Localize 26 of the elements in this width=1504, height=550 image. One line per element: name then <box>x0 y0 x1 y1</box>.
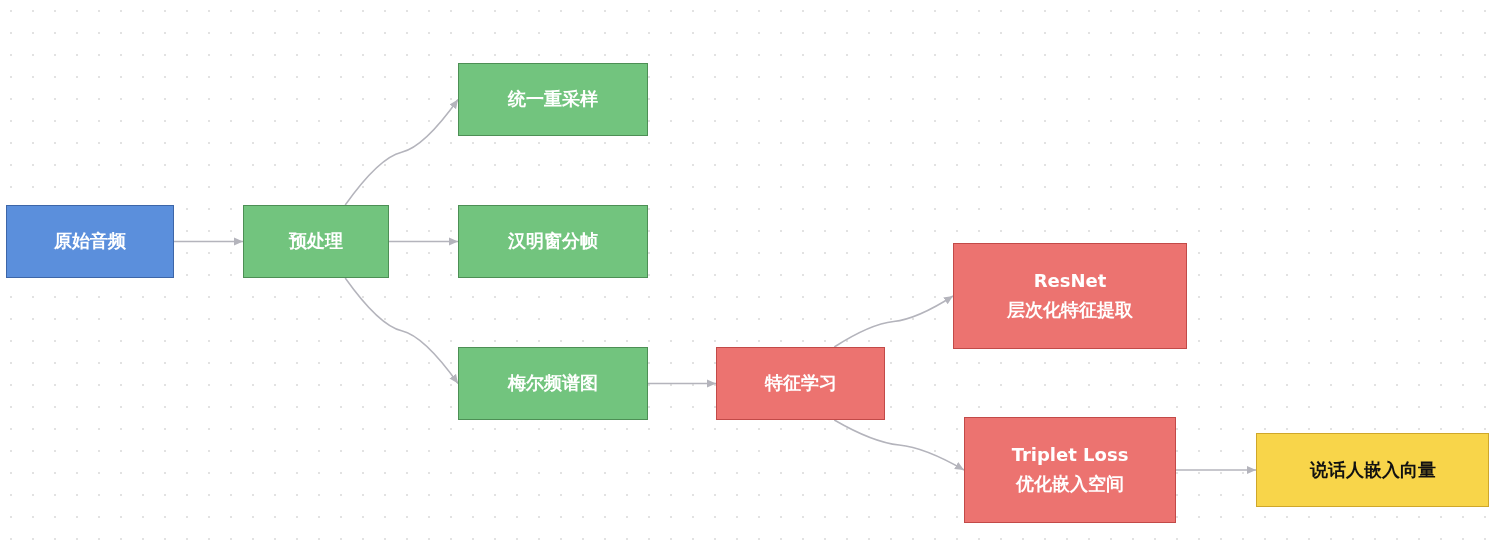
arrow <box>833 419 965 471</box>
process-box <box>716 347 885 420</box>
arrow <box>344 98 459 206</box>
process-box <box>458 205 648 278</box>
process-box <box>458 347 648 420</box>
process-box <box>964 417 1176 523</box>
process-box <box>243 205 389 278</box>
box-label: 原始音频 <box>54 229 126 254</box>
box-label: 汉明窗分帧 <box>508 229 598 254</box>
input-box <box>6 205 174 278</box>
process-box <box>953 243 1187 349</box>
box-label: 统一重采样 <box>508 87 598 112</box>
process-box <box>458 63 648 136</box>
arrow <box>173 237 244 246</box>
arrow <box>1175 466 1257 474</box>
box-label: ResNet 层次化特征提取 <box>1006 269 1134 322</box>
arrow <box>388 237 459 246</box>
arrow <box>647 379 717 388</box>
box-label: 特征学习 <box>764 371 837 396</box>
output-box <box>1256 433 1489 507</box>
box-label: 梅尔频谱图 <box>508 371 598 396</box>
box-label: Triplet Loss 优化嵌入空间 <box>1010 443 1130 496</box>
arrow <box>833 295 954 348</box>
box-label: 预处理 <box>289 229 343 254</box>
box-label: 说话人嵌入向量 <box>1309 457 1436 482</box>
arrow <box>344 277 459 385</box>
